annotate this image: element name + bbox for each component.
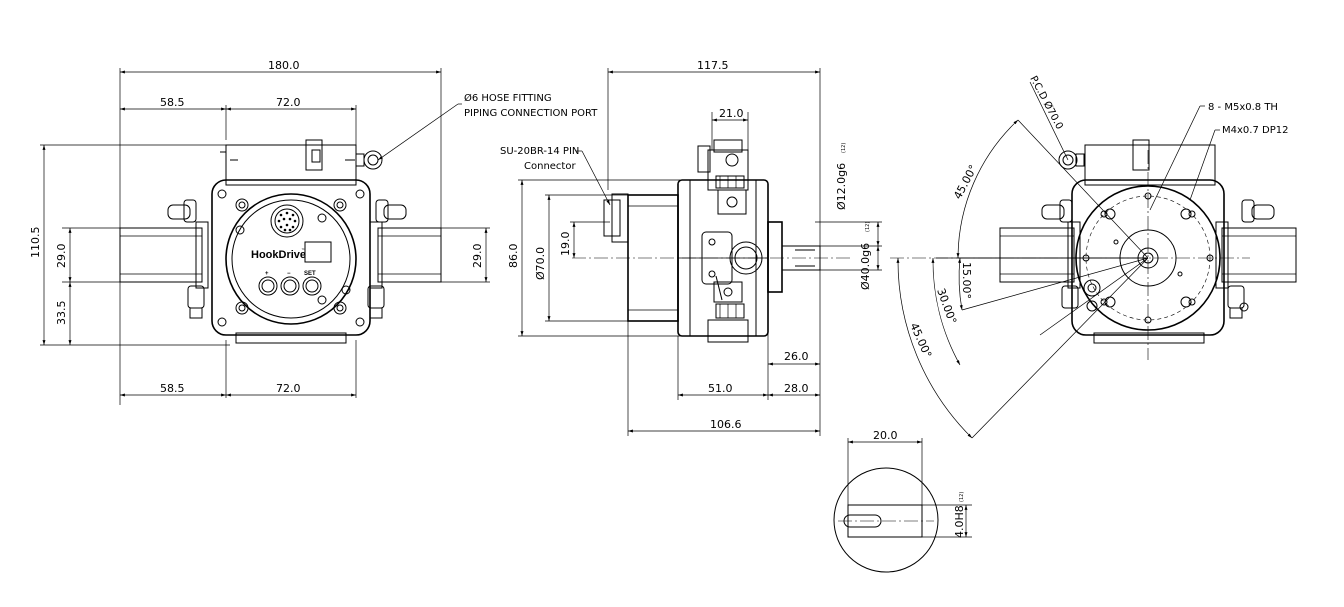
note-hose-line2: PIPING CONNECTION PORT [464, 108, 598, 119]
dim-offset: 19.0 [559, 232, 572, 257]
dim-total-len: 106.6 [710, 418, 742, 431]
note-tap2: M4x0.7 DP12 [1222, 125, 1288, 136]
dim-overall-height: 110.5 [29, 227, 42, 259]
dim-detail-width: 20.0 [873, 429, 898, 442]
dim-left-upper: 29.0 [55, 244, 68, 269]
dim-body-len: 51.0 [708, 382, 733, 395]
dim-detail-key-tol: (12) [959, 492, 965, 502]
button-minus-label: − [287, 271, 291, 277]
dim-height: 86.0 [507, 244, 520, 269]
dim-left-lower: 33.5 [55, 301, 68, 326]
dim-detail-key: 4.0H8 [953, 505, 966, 538]
dim-overall-width: 180.0 [268, 59, 300, 72]
angle-mid1: 15.00° [960, 262, 973, 299]
dim-top: 21.0 [719, 107, 744, 120]
button-set-label: SET [304, 271, 316, 277]
dim-bottom-right: 72.0 [276, 382, 301, 395]
detail-view: 20.0 4.0H8 (12) [833, 429, 972, 573]
button-plus-label: + [265, 271, 269, 277]
dim-overall-length: 117.5 [697, 59, 729, 72]
dim-body-dia: Ø70.0 [534, 247, 547, 280]
connector-note-line1: SU-20BR-14 PIN [500, 146, 579, 157]
dim-shaft-top-tol: (12) [841, 143, 847, 153]
dim-shaft-bottom-tol: (12) [865, 222, 871, 232]
dim-shaft-top: Ø12.0g6 [835, 163, 848, 210]
connector-note-line2: Connector [524, 161, 576, 172]
rear-view: 45.00° 15.00° 30.00° 45.00° P.C.D Ø70.0 … [890, 74, 1297, 439]
dim-bottom-left: 58.5 [160, 382, 185, 395]
dim-top-left: 58.5 [160, 96, 185, 109]
note-hose-line1: Ø6 HOSE FITTING [464, 92, 552, 104]
dim-top-right: 72.0 [276, 96, 301, 109]
side-view: 117.5 21.0 86.0 Ø70.0 19.0 Ø12.0g6 (12) … [500, 59, 882, 436]
dim-shaft-total: 28.0 [784, 382, 809, 395]
note-tap1: 8 - M5x0.8 TH [1208, 102, 1278, 113]
pcd-note: P.C.D Ø70.0 [1027, 74, 1065, 132]
dim-shaft-len: 26.0 [784, 350, 809, 363]
brand-logo: HookDrive [251, 249, 306, 261]
trademark: ™ [301, 248, 306, 254]
dim-shaft-bottom: Ø40.0g6 [859, 243, 872, 290]
front-view: 180.0 58.5 72.0 58.5 72.0 110.5 29.0 33.… [29, 59, 598, 405]
dim-right: 29.0 [471, 244, 484, 269]
angle-top: 45.00° [951, 163, 980, 202]
